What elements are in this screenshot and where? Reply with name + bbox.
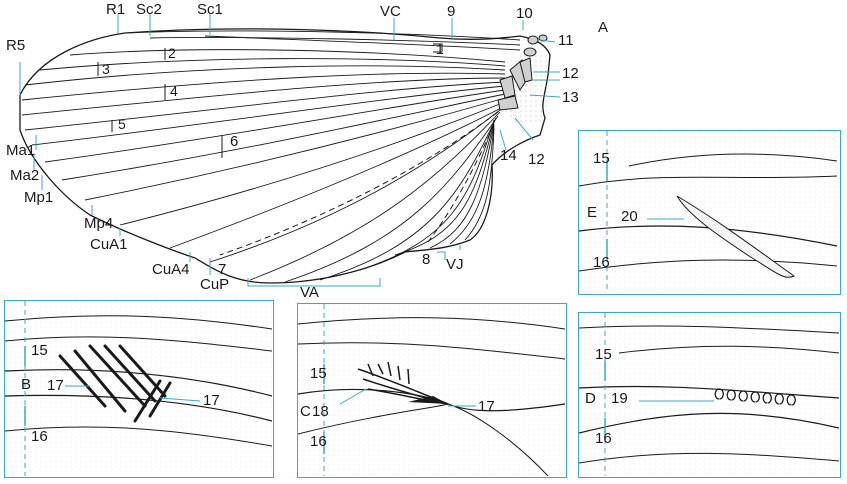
panel-D-letter: D bbox=[585, 390, 596, 407]
label-11: 11 bbox=[558, 32, 574, 49]
label-Ma2: Ma2 bbox=[10, 167, 40, 184]
panel-C-label-15: 15 bbox=[310, 365, 327, 382]
label-9: 9 bbox=[447, 3, 456, 20]
panel-D-label-16: 16 bbox=[595, 430, 612, 447]
panel-C: 15 C 18 17 16 bbox=[297, 303, 567, 478]
label-12-lower: 12 bbox=[528, 151, 545, 168]
panel-D: 15 D 19 16 bbox=[578, 312, 841, 478]
label-CuP: CuP bbox=[200, 276, 230, 293]
wing-veins bbox=[21, 30, 521, 283]
label-Ma1: Ma1 bbox=[6, 142, 36, 159]
dashed-veins bbox=[219, 111, 499, 256]
panel-B: 15 B 17 17 16 bbox=[4, 300, 274, 478]
label-panel-A: A bbox=[598, 19, 609, 36]
panel-C-label-17: 17 bbox=[478, 398, 495, 415]
label-Sc1: Sc1 bbox=[197, 1, 223, 18]
label-VA: VA bbox=[300, 284, 319, 301]
panel-B-label-15: 15 bbox=[31, 342, 48, 359]
panel-D-label-19: 19 bbox=[611, 390, 628, 407]
label-CuA1: CuA1 bbox=[90, 236, 128, 253]
cross-veins bbox=[97, 43, 443, 158]
panel-C-drawing bbox=[298, 304, 565, 476]
panel-E-drawing bbox=[579, 131, 839, 293]
panel-B-drawing bbox=[5, 301, 272, 476]
panel-D-scales bbox=[714, 388, 796, 406]
panel-B-bristles bbox=[58, 344, 172, 423]
label-14: 14 bbox=[500, 147, 517, 164]
label-4: 4 bbox=[170, 83, 178, 99]
panel-B-letter: B bbox=[21, 376, 32, 393]
label-VJ: VJ bbox=[446, 256, 464, 273]
label-1: 1 bbox=[436, 41, 444, 57]
panel-C-label-18: 18 bbox=[312, 403, 329, 420]
panel-E: 15 E 20 16 bbox=[578, 130, 841, 295]
panel-B-label-17-right: 17 bbox=[203, 392, 220, 409]
label-R1: R1 bbox=[106, 1, 126, 18]
panel-B-label-17-left: 17 bbox=[47, 377, 64, 394]
label-leaders bbox=[19, 14, 561, 287]
label-Mp4: Mp4 bbox=[84, 215, 114, 232]
panel-C-letter: C bbox=[300, 403, 311, 420]
label-6: 6 bbox=[230, 133, 239, 150]
label-Mp1: Mp1 bbox=[24, 189, 54, 206]
label-R5: R5 bbox=[6, 37, 26, 54]
label-8: 8 bbox=[422, 251, 431, 268]
panel-E-label-15: 15 bbox=[593, 150, 610, 167]
label-12-upper: 12 bbox=[562, 65, 579, 82]
panel-E-label-20: 20 bbox=[621, 208, 638, 225]
panel-E-label-16: 16 bbox=[593, 254, 610, 271]
panel-E-letter: E bbox=[587, 204, 598, 221]
label-10: 10 bbox=[516, 5, 533, 22]
label-3: 3 bbox=[102, 61, 110, 77]
label-CuA4: CuA4 bbox=[152, 261, 190, 278]
panel-D-drawing bbox=[579, 313, 839, 476]
label-13: 13 bbox=[562, 89, 579, 106]
basal-sclerites bbox=[497, 34, 548, 111]
panel-D-label-15: 15 bbox=[595, 346, 612, 363]
panel-B-label-16: 16 bbox=[31, 428, 48, 445]
label-VC: VC bbox=[380, 3, 401, 20]
label-Sc2: Sc2 bbox=[136, 1, 162, 18]
label-5: 5 bbox=[118, 116, 126, 132]
label-7: 7 bbox=[218, 261, 227, 278]
panel-C-label-16: 16 bbox=[310, 433, 327, 450]
label-2: 2 bbox=[168, 45, 176, 61]
